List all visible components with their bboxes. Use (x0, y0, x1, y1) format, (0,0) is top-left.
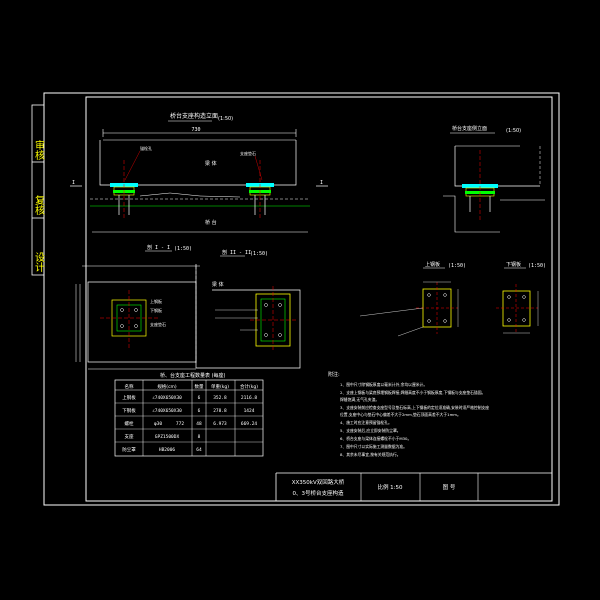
section-mark-I-right: I (320, 180, 323, 186)
note-line: 8、其余未尽事宜,按有关规范执行。 (340, 452, 401, 457)
beam-label-b: 梁 体 (212, 281, 224, 288)
table-cell: 螺栓 (125, 420, 134, 427)
note-line: 6、桥台支座与梁体连接螺栓不小于M30。 (340, 436, 411, 441)
side-title: 桥台支座侧立面 (452, 125, 487, 132)
dim-730: 730 (191, 127, 200, 133)
note-line: 位置,支座中心与垫石中心偏差不大于2mm,垫石顶面高差不大于1mm。 (340, 412, 461, 417)
table-cell: 1424 (244, 408, 255, 414)
table-cell: 6 (198, 395, 201, 401)
detail-a-scale: (1:50) (448, 263, 466, 269)
table-cell: ∠740X650X30 (152, 395, 182, 401)
title-block: XX350kV双回路大桥 0、3号桥台支座构造 比例 1:50 图 号 (275, 472, 552, 501)
plate-up-label-a: 上钢板 (150, 298, 162, 304)
table-cell: 352.8 (213, 395, 227, 401)
project-title: XX350kV双回路大桥 (292, 478, 345, 486)
section-b-scale: (1:50) (250, 251, 268, 257)
elevation-title: 桥台支座构造立面 (170, 112, 218, 120)
notes: 附注: 1、图中尺寸除钢板厚度以毫米计外,余均以厘米计。 2、支座上钢板与梁底预… (328, 371, 489, 457)
table-cell: 支座 (125, 433, 134, 440)
plate-details: 上钢板 (1:50) 下钢板 (1:50) (359, 261, 546, 337)
outer-frame (43, 92, 560, 506)
table-header: 合计(kg) (240, 383, 258, 390)
section-mark-I-left: I (72, 180, 75, 186)
plate-dn-label-a: 下钢板 (150, 307, 162, 313)
detail-a-title: 上钢板 (425, 261, 440, 268)
table-cell: 2116.8 (241, 395, 258, 401)
table-cell: HB2006 (159, 447, 176, 453)
notes-heading: 附注: (328, 371, 340, 378)
note-line: 4、施工时应注意预留锚栓孔。 (340, 420, 392, 425)
table-cell: 6.973 (213, 421, 227, 427)
table-cell: 278.8 (213, 408, 227, 414)
scale-label: 比例 1:50 (377, 483, 403, 491)
table-cell: 772 (176, 421, 184, 427)
note-line: 7、图中尺寸以实际施工测量数据为准。 (340, 444, 407, 449)
pad-label: 支座垫石 (240, 150, 256, 156)
detail-b-title: 下钢板 (506, 261, 521, 268)
stamp-design: 设计 (33, 252, 45, 273)
quantity-table: 桥、台支座工程数量表 (每座) 名称 规格(cm) 数量 单重(kg) 合计(k… (114, 372, 264, 457)
note-line: 5、支座安装后,应立即安装防尘罩。 (340, 428, 401, 433)
anchor-label: 锚栓孔 (140, 145, 152, 151)
section-a-scale: (1:50) (174, 246, 192, 252)
note-line: 3、支座安装前应检查支座型号及垫石标高,上下钢板的定位须准确,安装时须严格控制支… (340, 405, 489, 410)
table-header: 规格(cm) (157, 383, 177, 390)
table-cell: 下钢板 (122, 407, 136, 414)
table-cell: 上钢板 (122, 394, 136, 401)
drawing-title: 0、3号桥台支座构造 (293, 489, 344, 497)
table-header: 单重(kg) (211, 383, 229, 390)
side-scale: (1:50) (506, 128, 521, 134)
elevation-view: 桥台支座构造立面 (1:50) 730 梁 体 桥 台 支座垫石 (70, 112, 328, 233)
pad-label-a: 支座垫石 (150, 321, 166, 327)
table-cell: GPZ1500DX (155, 434, 180, 440)
stamp-check: 复核 (33, 194, 45, 216)
section-a-title: 剖 I - I (147, 244, 170, 251)
table-header: 名称 (125, 383, 134, 390)
table-title: 桥、台支座工程数量表 (每座) (160, 372, 226, 379)
sheet-number-label: 图 号 (443, 483, 456, 491)
beam-label: 梁 体 (205, 160, 217, 167)
table-cell: 防尘罩 (122, 446, 136, 453)
side-view: 桥台支座侧立面 (1:50) (443, 125, 545, 233)
note-line: 2、支座上钢板与梁底预埋钢板焊接,焊缝高度不小于钢板厚度,下钢板与支座垫石锚固。 (340, 390, 485, 395)
elevation-scale: (1:50) (218, 116, 233, 122)
table-cell: 64 (196, 447, 202, 453)
pier-label: 桥 台 (205, 219, 217, 226)
stamp-review: 审核 (33, 139, 45, 161)
note-line: 1、图中尺寸除钢板厚度以毫米计外,余均以厘米计。 (340, 382, 427, 387)
inner-frame (85, 96, 553, 502)
table-cell: 8 (198, 434, 201, 440)
table-cell: 669.24 (241, 421, 258, 427)
detail-b-scale: (1:50) (528, 263, 546, 269)
section-I: 剖 I - I (1:50) 上钢板 下钢板 支座垫石 (75, 244, 200, 370)
table-cell: ∠740X650X30 (152, 408, 182, 414)
section-II: 剖 II - II (1:50) 梁 体 (195, 249, 301, 369)
table-cell: 48 (196, 421, 202, 427)
table-cell: φ30 (154, 421, 162, 427)
table-cell: 6 (198, 408, 201, 414)
note-line: 焊缝饱满,无气孔夹渣。 (340, 397, 379, 402)
section-b-title: 剖 II - II (222, 249, 251, 256)
approval-stamp: 审核 复核 设计 (31, 104, 45, 276)
table-header: 数量 (195, 383, 204, 390)
